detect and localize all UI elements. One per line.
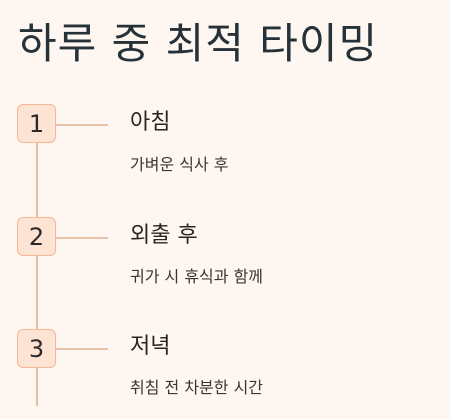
step-title: 외출 후 <box>130 223 198 248</box>
timeline-step-after-outing: 2 외출 후 귀가 시 휴식과 함께 <box>0 0 450 286</box>
page-title: 하루 중 최적 타이밍 <box>18 19 379 68</box>
step-number-badge: 3 <box>17 329 56 368</box>
step-title: 아침 <box>130 110 171 135</box>
timeline-step-evening: 3 저녁 취침 전 차분한 시간 <box>0 0 450 397</box>
step-connector-line <box>56 124 108 126</box>
step-description: 취침 전 차분한 시간 <box>130 378 264 397</box>
step-description: 귀가 시 휴식과 함께 <box>130 267 264 286</box>
step-connector-line <box>56 237 108 239</box>
step-number-badge: 2 <box>17 217 56 256</box>
step-description: 가벼운 식사 후 <box>130 155 229 174</box>
step-number-badge: 1 <box>17 104 56 143</box>
timeline-line <box>36 126 38 406</box>
step-connector-line <box>56 348 108 350</box>
step-title: 저녁 <box>130 334 171 359</box>
timeline-step-morning: 1 아침 가벼운 식사 후 <box>0 0 450 174</box>
